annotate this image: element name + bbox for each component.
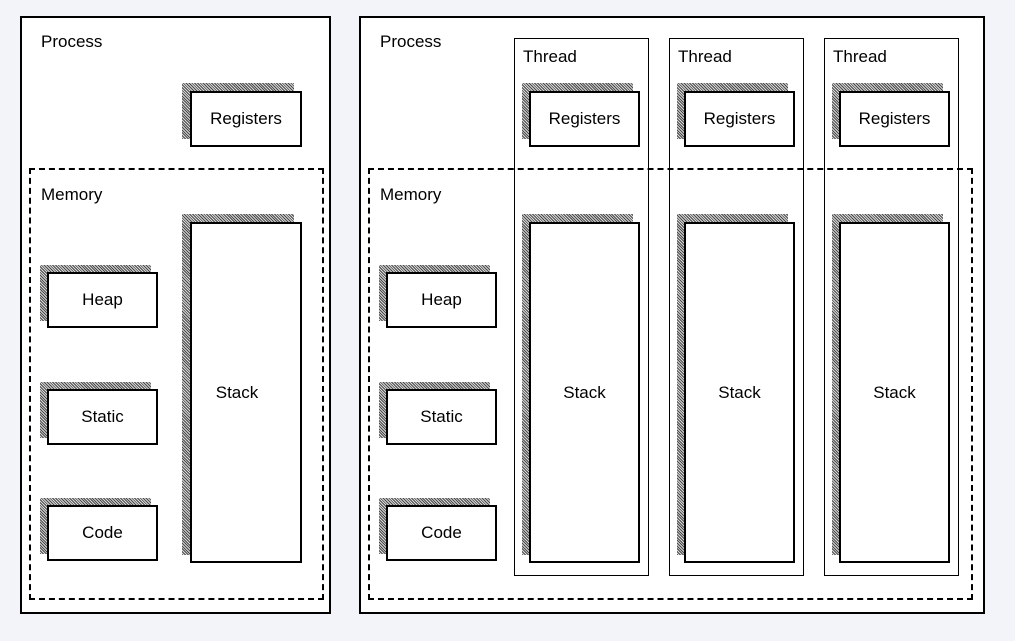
left-memory-label: Memory (41, 185, 103, 204)
right-memory-region (368, 168, 973, 600)
right-memory-label: Memory (380, 185, 442, 204)
thread-3-stack-box: Stack (839, 222, 950, 563)
left-memory-region (29, 168, 324, 600)
left-static-box: Static (47, 389, 158, 445)
right-process-title: Process (380, 32, 442, 51)
right-code-box: Code (386, 505, 497, 561)
left-process-title: Process (41, 32, 103, 51)
left-code-box: Code (47, 505, 158, 561)
right-heap-box: Heap (386, 272, 497, 328)
thread-3-registers-box: Registers (839, 91, 950, 147)
right-static-box: Static (386, 389, 497, 445)
thread-3-title: Thread (833, 47, 887, 66)
thread-2-registers-box: Registers (684, 91, 795, 147)
thread-2-title: Thread (678, 47, 732, 66)
thread-1-stack-box: Stack (529, 222, 640, 563)
thread-1-frame (514, 38, 649, 576)
left-heap-box: Heap (47, 272, 158, 328)
thread-2-frame (669, 38, 804, 576)
thread-1-registers-box: Registers (529, 91, 640, 147)
thread-1-title: Thread (523, 47, 577, 66)
thread-2-stack-box: Stack (684, 222, 795, 563)
thread-3-frame (824, 38, 959, 576)
left-registers-box: Registers (190, 91, 302, 147)
left-stack-box: Stack (190, 222, 302, 563)
